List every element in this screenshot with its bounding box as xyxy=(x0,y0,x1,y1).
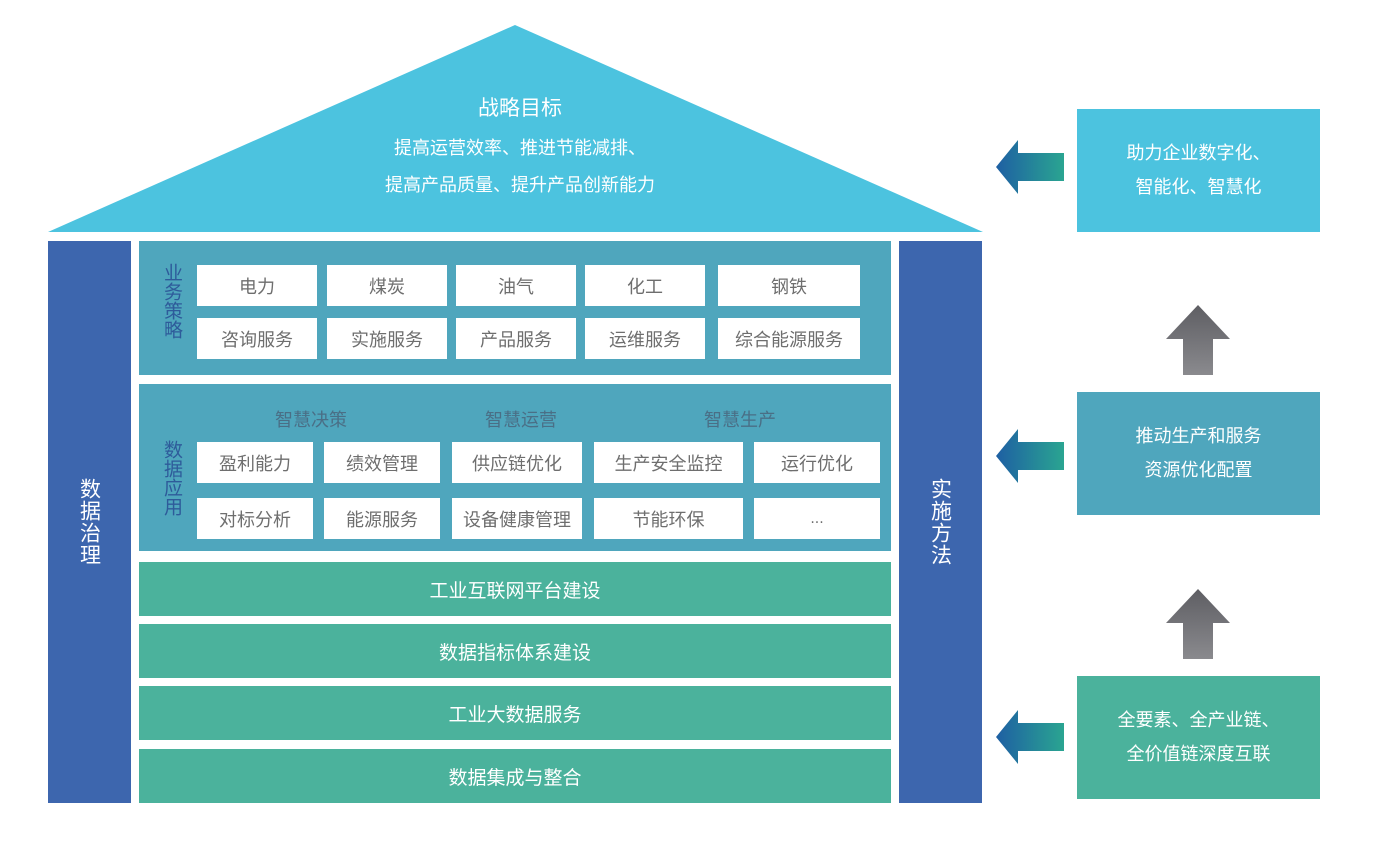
strategy-cell: 电力 xyxy=(197,265,317,306)
application-cell: 能源服务 xyxy=(324,498,440,539)
pillar-implementation-method: 实施方法 xyxy=(899,241,982,803)
data-application-section: 数据应用 智慧决策 智慧运营 智慧生产 盈利能力 绩效管理 供应链优化 生产安全… xyxy=(139,384,891,551)
strategy-cell: 实施服务 xyxy=(327,318,447,359)
application-cell: 盈利能力 xyxy=(197,442,313,483)
outcome-box-line: 推动生产和服务 xyxy=(1135,425,1262,447)
header-smart-operation: 智慧运营 xyxy=(485,410,557,431)
arrow-up-icon xyxy=(1166,589,1230,659)
strategy-cell: 化工 xyxy=(585,265,705,306)
application-cell: 供应链优化 xyxy=(452,442,582,483)
band-industrial-internet-platform: 工业互联网平台建设 xyxy=(139,562,891,616)
outcome-box-line: 助力企业数字化、 xyxy=(1126,142,1271,164)
roof-goal-line-2: 提高产品质量、提升产品创新能力 xyxy=(385,175,655,196)
arrow-left-icon xyxy=(996,710,1064,764)
application-cell: 设备健康管理 xyxy=(452,498,582,539)
outcome-box-line: 全价值链深度互联 xyxy=(1126,743,1271,765)
data-application-label: 数据应用 xyxy=(161,440,183,516)
application-cell: 节能环保 xyxy=(594,498,743,539)
outcome-box-line: 全要素、全产业链、 xyxy=(1117,709,1280,731)
pillar-implementation-method-label: 实施方法 xyxy=(928,478,953,566)
outcome-box-deep-interconnection: 全要素、全产业链、 全价值链深度互联 xyxy=(1077,676,1320,799)
outcome-box-digitalization: 助力企业数字化、 智能化、智慧化 xyxy=(1077,109,1320,232)
header-smart-production: 智慧生产 xyxy=(704,410,776,431)
band-industrial-big-data-service: 工业大数据服务 xyxy=(139,686,891,740)
strategy-cell: 煤炭 xyxy=(327,265,447,306)
roof-title: 战略目标 xyxy=(478,96,562,120)
application-cell: 生产安全监控 xyxy=(594,442,743,483)
band-data-indicator-system: 数据指标体系建设 xyxy=(139,624,891,678)
application-cell-ellipsis: ... xyxy=(754,498,880,539)
arrow-left-icon xyxy=(996,140,1064,194)
application-cell: 对标分析 xyxy=(197,498,313,539)
outcome-box-resource-optimization: 推动生产和服务 资源优化配置 xyxy=(1077,392,1320,515)
strategy-cell: 油气 xyxy=(456,265,576,306)
strategy-cell: 咨询服务 xyxy=(197,318,317,359)
strategy-cell: 综合能源服务 xyxy=(718,318,860,359)
outcome-box-line: 资源优化配置 xyxy=(1144,459,1253,481)
strategy-cell: 产品服务 xyxy=(456,318,576,359)
business-strategy-label: 业务策略 xyxy=(161,263,183,339)
band-data-integration: 数据集成与整合 xyxy=(139,749,891,803)
strategy-cell: 钢铁 xyxy=(718,265,860,306)
arrow-up-icon xyxy=(1166,305,1230,375)
pillar-data-governance: 数据治理 xyxy=(48,241,131,803)
header-smart-decision: 智慧决策 xyxy=(275,410,347,431)
application-cell: 运行优化 xyxy=(754,442,880,483)
strategy-cell: 运维服务 xyxy=(585,318,705,359)
arrow-left-icon xyxy=(996,429,1064,483)
roof-triangle xyxy=(48,25,983,232)
business-strategy-section: 业务策略 电力 煤炭 油气 化工 钢铁 咨询服务 实施服务 产品服务 运维服务 … xyxy=(139,241,891,375)
outcome-box-line: 智能化、智慧化 xyxy=(1135,176,1262,198)
application-cell: 绩效管理 xyxy=(324,442,440,483)
roof-goal-line-1: 提高运营效率、推进节能减排、 xyxy=(394,138,646,159)
pillar-data-governance-label: 数据治理 xyxy=(77,478,102,566)
